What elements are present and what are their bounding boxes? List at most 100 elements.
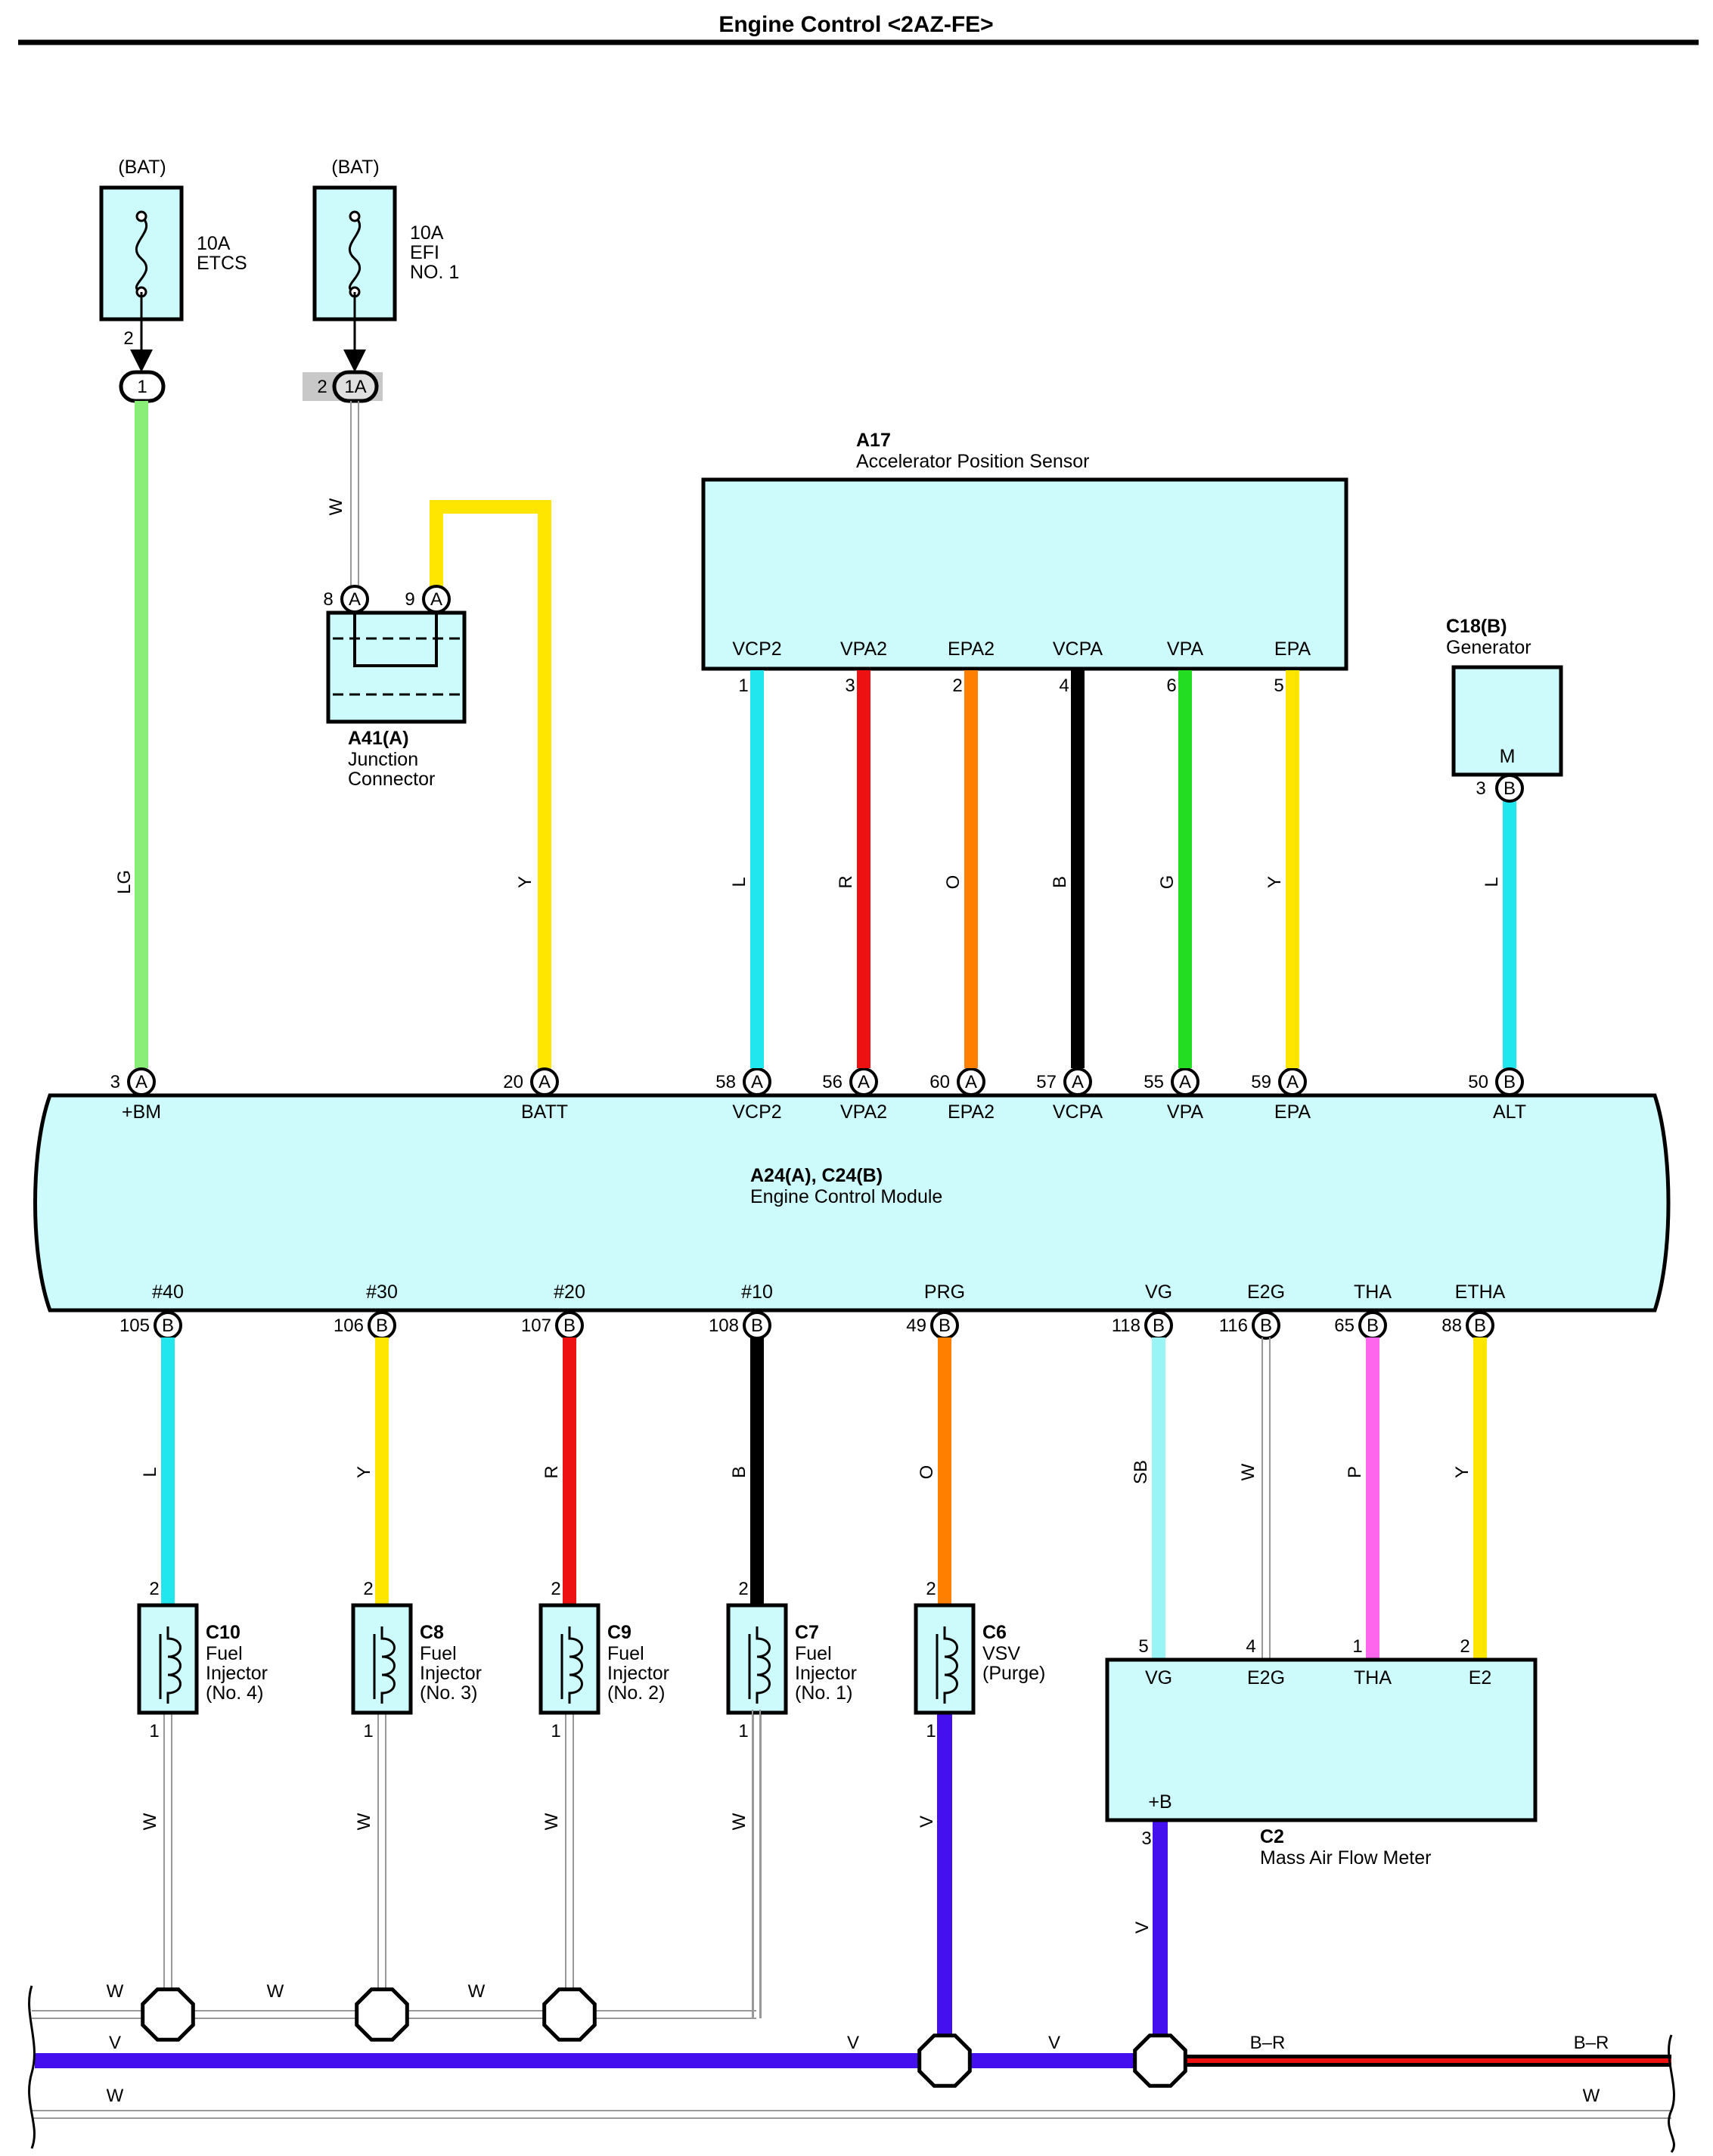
bus-v-label-1: V [109,2033,121,2053]
injector-coil-C6 [943,1626,958,1704]
injector-name3-C8: (No. 3) [420,1682,477,1704]
accel-position-sensor: A17 Accelerator Position Sensor VCP21VPA… [701,430,1348,696]
ecm-wire-label-E2G: W [1238,1463,1258,1480]
wires-top: LG W Y L [114,401,1516,1068]
ecm-bottom-term-VG-letter: B [1153,1316,1165,1336]
bus-br-label-2: B–R [1574,2033,1609,2053]
injector-name2-C7: Injector [795,1663,857,1684]
ecm-top-term-VCP2-circle [743,1067,771,1096]
ecm-id: A24(A), C24(B) [750,1165,883,1186]
ecm-bottom-pin-#20: 107 [521,1316,551,1336]
injector-id-C7: C7 [795,1622,819,1643]
ecm-top-pin-+BM: 3 [110,1072,120,1092]
injector-pin-top-C8: 2 [363,1579,373,1599]
injector-name3-C7: (No. 1) [795,1682,852,1704]
ecm-top-term-EPA-circle [1278,1067,1307,1096]
ecm-top-term-+BM-letter: A [135,1072,147,1092]
ecm-top-label-VCP2: VCP2 [732,1101,781,1123]
ecm-wire-label-PRG: O [917,1465,937,1480]
injector-pin-top-C6: 2 [926,1579,936,1599]
maf-terminal-VG: VG [1145,1667,1172,1688]
ecm-bottom-pin-THA: 65 [1334,1316,1355,1336]
accel-pin-VPA2: 3 [845,676,855,696]
ecm-bottom-pin-PRG: 49 [906,1316,926,1336]
injector-id-C9: C9 [607,1622,632,1643]
junction-pin-9: 9 [405,589,414,610]
ecm-bottom-label-PRG: PRG [924,1281,965,1303]
injector-ground-label-C6: V [917,1816,937,1828]
accel-wire-label-VPA2: R [836,875,856,888]
injector-id-C10: C10 [206,1622,241,1643]
accel-terminal-VPA2: VPA2 [840,638,887,660]
ecm-top-term-VCPA-circle [1063,1067,1092,1096]
ecm-bottom-label-#20: #20 [554,1281,585,1303]
ecm-top-term-EPA-letter: A [1286,1072,1299,1092]
maf-pin-THA: 1 [1352,1636,1362,1657]
ecm-bottom-label-THA: THA [1354,1281,1392,1303]
injector-ground-label-C8: W [354,1813,374,1830]
fuse-efi-connector-pin: 2 [317,377,327,397]
maf-terminal-THA: THA [1354,1667,1392,1688]
ecm-top-label-EPA: EPA [1274,1101,1311,1123]
junction-id: A41(A) [348,728,409,749]
injector-pin-bottom-C10: 1 [149,1721,159,1741]
injector-id-C6: C6 [982,1622,1007,1643]
fuse-efi-name: EFI [410,242,439,263]
junction-term-8: A [349,589,361,610]
fuse-efi-name2: NO. 1 [410,262,459,283]
ecm-top-term-+BM-circle [127,1067,156,1096]
injector-name3-C10: (No. 4) [206,1682,263,1704]
ecm-bottom-label-ETHA: ETHA [1455,1281,1506,1303]
ecm-top-term-EPA2-letter: A [965,1072,977,1092]
wire-y-batt-label: Y [515,876,535,888]
fuse-efi-source: (BAT) [331,157,379,178]
ecm-top-term-BATT-letter: A [538,1072,551,1092]
injector-pin-bottom-C6: 1 [926,1721,936,1741]
fuse-efi-rating: 10A [410,222,444,244]
ecm-bottom-pin-#30: 106 [334,1316,364,1336]
injector-name1-C6: VSV [982,1643,1020,1664]
bus-br-label-1: B–R [1250,2033,1286,2053]
ecm-top-label-VPA2: VPA2 [840,1101,887,1123]
wire-lg-label: LG [114,870,135,894]
ecm-top-term-EPA2-circle [957,1067,985,1096]
maf-pin-VG: 5 [1138,1636,1148,1657]
junction-name2: Connector [348,769,435,790]
injector-pin-top-C7: 2 [738,1579,748,1599]
ecm-bottom-label-#40: #40 [152,1281,184,1303]
generator: C18(B) Generator M B 3 [1446,616,1563,803]
injector-ground-label-C9: W [542,1813,562,1830]
ecm-top-pin-VPA2: 56 [822,1072,843,1092]
accel-pin-EPA: 5 [1274,676,1283,696]
generator-name: Generator [1446,637,1531,658]
maf-power-label: +B [1148,1791,1171,1813]
ecm-top-term-VPA-circle [1171,1067,1199,1096]
maf-power-wire-label: V [1132,1921,1153,1934]
engine-control-module: A24(A), C24(B) Engine Control Module A3+… [33,1067,1671,1340]
ecm-top-term-VPA-letter: A [1179,1072,1191,1092]
injector-coil-C7 [756,1626,771,1704]
ecm-bottom-label-VG: VG [1145,1281,1172,1303]
ecm-bottom-term-#30-letter: B [376,1316,388,1336]
injector-ground-label-C7: W [729,1813,749,1830]
ecm-name: Engine Control Module [750,1186,942,1207]
injector-name2-C8: Injector [420,1663,482,1684]
ecm-top-pin-VCPA: 57 [1036,1072,1057,1092]
injector-pin-top-C9: 2 [551,1579,560,1599]
injector-name1-C8: Fuel [420,1643,457,1664]
ecm-top-term-VPA2-letter: A [858,1072,870,1092]
splice-v-1 [917,2033,972,2088]
ecm-bottom-term-ETHA-letter: B [1474,1316,1486,1336]
ecm-bottom-term-PRG-letter: B [939,1316,951,1336]
ecm-top-label-BATT: BATT [521,1101,568,1123]
injector-body-C8 [351,1603,413,1715]
maf-id: C2 [1260,1826,1284,1847]
ecm-top-term-VCPA-letter: A [1072,1072,1084,1092]
ecm-bottom-term-#10-letter: B [751,1316,763,1336]
ecm-top-term-ALT-letter: B [1504,1072,1516,1092]
fuse-etcs-source: (BAT) [118,157,166,178]
ecm-wire-label-ETHA: Y [1452,1466,1472,1478]
injector-pin-bottom-C8: 1 [363,1721,373,1741]
